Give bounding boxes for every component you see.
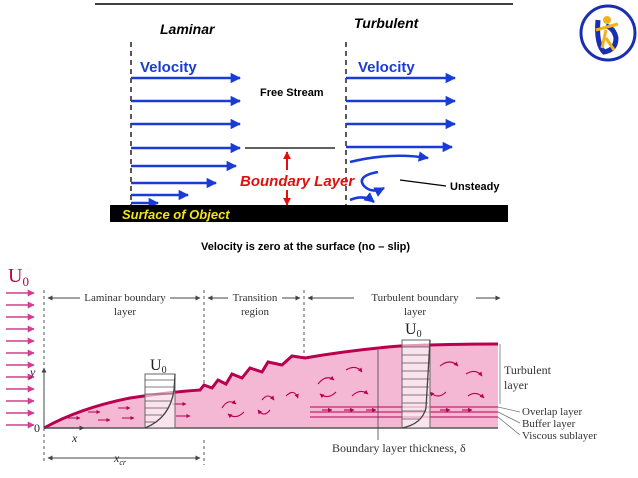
turbulent-layer-label-2: layer (504, 378, 528, 392)
origin-label: 0 (34, 421, 40, 435)
bl-thickness-label: Boundary layer thickness, δ (332, 441, 466, 455)
laminar-velocity-arrows (131, 72, 242, 209)
velocity-label-left: Velocity (140, 59, 197, 76)
laminar-profile-curve (144, 373, 176, 429)
surface-of-object-bar (110, 205, 508, 222)
buffer-layer-label: Buffer layer (522, 418, 576, 430)
unsteady-label: Unsteady (450, 181, 500, 193)
transition-label-2: region (241, 306, 270, 318)
y-axis-label: y (29, 365, 36, 379)
surface-label: Surface of Object (122, 207, 230, 222)
top-diagram: Laminar Turbulent Velocity Velocity Free… (95, 3, 513, 253)
u0-freestream-label: U0 (8, 265, 29, 289)
boundary-layer-label: Boundary Layer (240, 173, 355, 190)
laminar-title: Laminar (160, 21, 216, 37)
laminar-profile-arrows (145, 379, 175, 423)
free-stream-label: Free Stream (260, 87, 324, 99)
turbulent-velocity-arrows (346, 72, 457, 204)
turbulent-bl-label: Turbulent boundary (371, 292, 459, 304)
velocity-label-right: Velocity (358, 59, 415, 76)
turbulent-eddies (317, 361, 485, 413)
layer-guide-line (497, 416, 521, 436)
turbulent-bl-label-2: layer (404, 306, 426, 318)
layer-guide-line (497, 406, 521, 413)
turbulent-layer-label: Turbulent (504, 363, 552, 377)
turbulent-profile-arrows (402, 346, 430, 420)
xcr-label: xcr (113, 451, 127, 467)
layer-guide-line (497, 411, 521, 424)
turbulent-profile-curve (401, 339, 431, 429)
brand-logo-icon (579, 4, 637, 62)
viscous-sublayer-label: Viscous sublayer (522, 430, 597, 442)
transition-label: Transition (233, 292, 278, 304)
turbulent-eddy-arrow (360, 170, 385, 197)
turbulent-profile-box (401, 339, 431, 429)
freestream-arrows (6, 289, 35, 429)
x-axis-label: x (71, 431, 78, 445)
no-slip-caption: Velocity is zero at the surface (no – sl… (201, 241, 410, 253)
turbulent-eddy-arrow (349, 192, 375, 204)
overlap-layer-label: Overlap layer (522, 406, 582, 418)
transition-eddies (221, 391, 299, 419)
laminar-flow-arrows (68, 402, 191, 422)
laminar-bl-label: Laminar boundary (84, 292, 166, 304)
unsteady-pointer-line (399, 179, 447, 187)
laminar-bl-label-2: layer (114, 306, 136, 318)
turbulent-title: Turbulent (354, 15, 420, 31)
u0-profile-laminar: U0 (150, 357, 167, 376)
bottom-diagram: U0 Laminar boundary (6, 265, 597, 467)
turbulent-eddy-arrow (349, 151, 430, 164)
u0-profile-turbulent: U0 (405, 321, 422, 340)
